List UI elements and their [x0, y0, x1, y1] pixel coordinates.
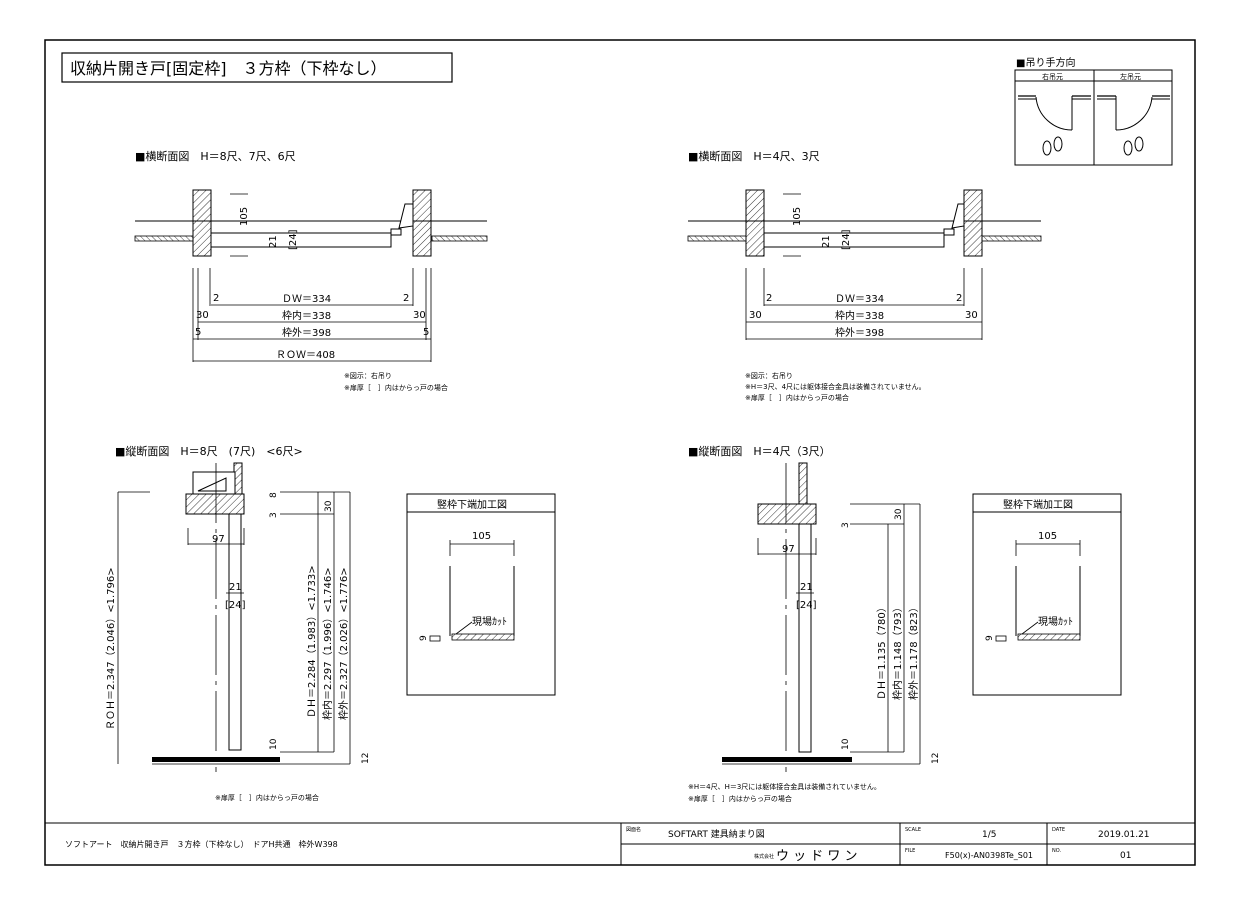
section-heading: ■縦断面図 H＝8尺 (7尺) <6尺> [115, 444, 303, 458]
note: ※H＝3尺、4尺には躯体接合金具は装備されていません。 [745, 382, 926, 391]
detail-title: 竪枠下端加工図 [437, 498, 507, 511]
dim-inner: 枠内＝338 [282, 309, 331, 322]
horizontal-section-left: ■横断面図 H＝8尺、7尺、6尺 105 21 [24] 2 ＤＷ＝334 2 … [134, 149, 488, 392]
dim-97: 97 [782, 544, 795, 555]
cut-label: 現場ｶｯﾄ [1038, 615, 1073, 628]
date-value: 2019.01.21 [1098, 830, 1150, 840]
file-label: FILE [905, 848, 915, 854]
dim-24: [24] [288, 229, 299, 250]
dim-10: 10 [269, 738, 279, 750]
dim-dw: ＤＷ＝334 [835, 294, 884, 305]
dim-dh: ＤＨ＝1.135（780） [876, 602, 888, 700]
dim-21: 21 [229, 582, 242, 593]
vertical-section-right: ■縦断面図 H＝4尺（3尺） 97 21 [24] 3 30 10 12 ＤＨ＝… [688, 444, 941, 803]
page-title: 収納片開き戸[固定枠] ３方枠（下枠なし） [70, 59, 387, 78]
dim-24: [24] [225, 600, 246, 611]
note: ※扉厚［ ］内はからっ戸の場合 [215, 793, 319, 802]
dim-inner: 枠内＝2.297（1.996）<1.746> [321, 567, 334, 720]
note: ※図示：右吊り [344, 371, 392, 380]
dim-30: 30 [413, 310, 426, 321]
note: ※扉厚［ ］内はからっ戸の場合 [344, 383, 448, 392]
dim-inner: 枠内＝1.148（793） [891, 602, 904, 700]
title-box [61, 52, 453, 83]
dim-outer: 枠外＝398 [835, 326, 884, 339]
no-value: 01 [1120, 851, 1131, 861]
dim-dh: ＤＨ＝2.284（1.983）<1.733> [306, 565, 318, 718]
note: ※扉厚［ ］内はからっ戸の場合 [745, 393, 849, 402]
dim-9: 9 [419, 635, 429, 641]
note: ※図示：右吊り [745, 371, 793, 380]
dim-105: 105 [792, 207, 803, 226]
hinge-right-label: 右吊元 [1042, 72, 1063, 81]
detail-box-right: 竪枠下端加工図 105 9 現場ｶｯﾄ [972, 493, 1122, 696]
dim-3: 3 [269, 512, 279, 518]
footprint-icon [1053, 136, 1063, 152]
hinge-box-title: ■吊り手方向 [1016, 56, 1075, 69]
dim-2: 2 [403, 293, 409, 304]
drawing-label: 図面名 [626, 826, 641, 833]
dim-105: 105 [1038, 531, 1057, 542]
dim-9: 9 [985, 635, 995, 641]
vertical-section-left: ■縦断面図 H＝8尺 (7尺) <6尺> ＲＯＨ＝2.347（2.046）<1.… [105, 444, 371, 802]
dim-21: 21 [821, 235, 832, 248]
section-heading: ■縦断面図 H＝4尺（3尺） [688, 444, 831, 458]
hinge-left-label: 左吊元 [1120, 72, 1141, 81]
dim-105: 105 [239, 207, 250, 226]
dim-105: 105 [472, 531, 491, 542]
dim-30: 30 [894, 508, 904, 520]
dim-30: 30 [324, 500, 334, 512]
sheet-description: ソフトアート 収納片開き戸 ３方枠（下枠なし） ドアH共通 枠外W398 [65, 839, 338, 849]
file-value: F50(x)-AN0398Te_S01 [945, 851, 1033, 860]
dim-roh: ＲＯＨ＝2.347（2.046）<1.796> [105, 567, 117, 730]
no-label: NO. [1052, 848, 1061, 854]
note: ※扉厚［ ］内はからっ戸の場合 [688, 794, 792, 803]
title-block: ソフトアート 収納片開き戸 ３方枠（下枠なし） ドアH共通 枠外W398 図面名… [45, 822, 1195, 865]
dim-outer: 枠外＝1.178（823） [907, 602, 920, 700]
dim-dw: ＤＷ＝334 [282, 294, 331, 305]
dim-2: 2 [956, 293, 962, 304]
scale-label: SCALE [905, 827, 921, 833]
dim-inner: 枠内＝338 [835, 309, 884, 322]
dim-row: ＲＯＷ＝408 [276, 350, 335, 361]
drawing-name: SOFTART 建具納まり図 [668, 828, 765, 840]
dim-21: 21 [800, 582, 813, 593]
dim-2: 2 [213, 293, 219, 304]
dim-2: 2 [766, 293, 772, 304]
detail-title: 竪枠下端加工図 [1003, 498, 1073, 511]
company-name: ウ ッ ド ワ ン [776, 849, 858, 864]
footprint-icon [1134, 136, 1144, 152]
dim-30: 30 [749, 310, 762, 321]
dim-outer: 枠外＝398 [282, 326, 331, 339]
dim-21: 21 [268, 235, 279, 248]
cut-label: 現場ｶｯﾄ [472, 615, 507, 628]
date-label: DATE [1052, 827, 1065, 833]
dim-30: 30 [196, 310, 209, 321]
section-heading: ■横断面図 H＝4尺、3尺 [688, 149, 820, 163]
footprint-icon [1123, 140, 1133, 156]
dim-8: 8 [269, 492, 279, 498]
dim-30: 30 [965, 310, 978, 321]
detail-box-left: 竪枠下端加工図 105 9 現場ｶｯﾄ [406, 493, 556, 696]
dim-5: 5 [423, 327, 429, 338]
dim-12: 12 [931, 753, 941, 764]
section-heading: ■横断面図 H＝8尺、7尺、6尺 [135, 149, 296, 163]
company-prefix: 株式会社 [754, 853, 774, 860]
dim-24: [24] [796, 600, 817, 611]
dim-10: 10 [841, 738, 851, 750]
horizontal-section-right: ■横断面図 H＝4尺、3尺 105 21 [24] 2 ＤＷ＝334 2 30 … [687, 149, 1042, 402]
dim-12: 12 [361, 753, 371, 764]
dim-5: 5 [195, 327, 201, 338]
dim-outer: 枠外＝2.327（2.026）<1.776> [337, 567, 350, 720]
footprint-icon [1042, 140, 1052, 156]
hinge-direction-box: ■吊り手方向 右吊元 左吊元 [1014, 56, 1173, 166]
sheet-border [44, 39, 1196, 866]
dim-24: [24] [841, 229, 852, 250]
dim-3: 3 [841, 522, 851, 528]
scale-value: 1/5 [982, 830, 996, 840]
dim-97: 97 [212, 534, 225, 545]
note: ※H＝4尺、H＝3尺には躯体接合金具は装備されていません。 [688, 782, 881, 791]
